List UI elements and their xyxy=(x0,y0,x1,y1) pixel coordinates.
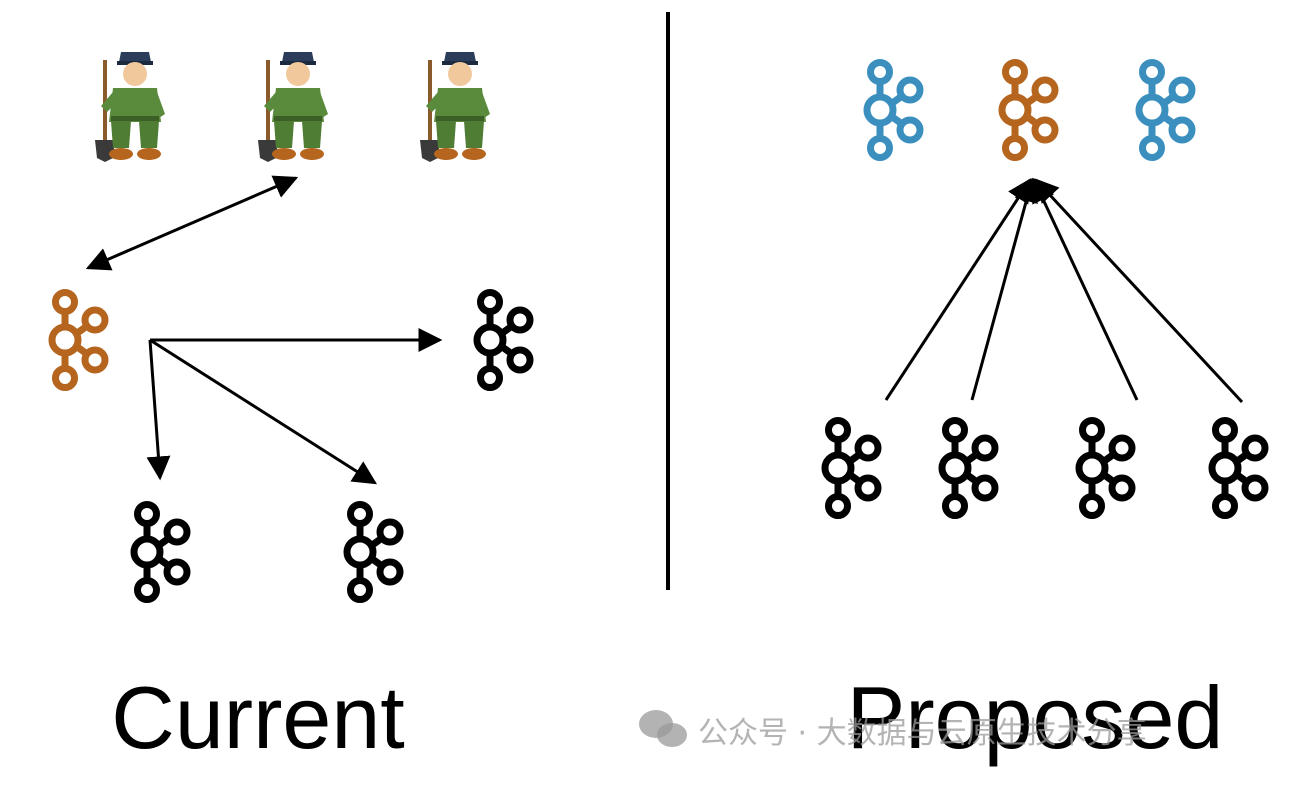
broker-controller-arrow xyxy=(1032,177,1139,401)
broker-kafka-icon xyxy=(134,505,187,600)
proposed-title: Proposed xyxy=(847,668,1224,767)
active-controller-kafka-icon xyxy=(1002,63,1055,158)
worker-icon xyxy=(93,50,167,164)
worker-icon xyxy=(418,50,492,164)
controller-kafka-icon xyxy=(1139,63,1192,158)
current-panel: Current xyxy=(52,50,530,767)
broker-kafka-icon xyxy=(1079,421,1132,516)
broker-controller-arrow xyxy=(884,177,1032,401)
watermark-text: 公众号 · 大数据与云原生技术分享 xyxy=(698,716,1147,751)
proposed-panel: Proposed xyxy=(825,63,1265,767)
worker-icon xyxy=(256,50,330,164)
broker-kafka-icon xyxy=(942,421,995,516)
broker-kafka-icon xyxy=(477,293,530,388)
controller-broker-arrow xyxy=(149,338,378,485)
controller-worker-arrow xyxy=(85,175,299,271)
broker-kafka-icon xyxy=(1212,421,1265,516)
controller-kafka-icon xyxy=(52,293,105,388)
broker-controller-arrow xyxy=(970,177,1038,401)
watermark: 公众号 · 大数据与云原生技术分享 xyxy=(639,710,1147,751)
broker-kafka-icon xyxy=(347,505,400,600)
controller-kafka-icon xyxy=(867,63,920,158)
current-title: Current xyxy=(111,668,404,767)
broker-controller-arrow xyxy=(1034,178,1244,404)
broker-kafka-icon xyxy=(825,421,878,516)
wechat-icon xyxy=(639,710,687,747)
controller-broker-arrow xyxy=(146,339,171,481)
